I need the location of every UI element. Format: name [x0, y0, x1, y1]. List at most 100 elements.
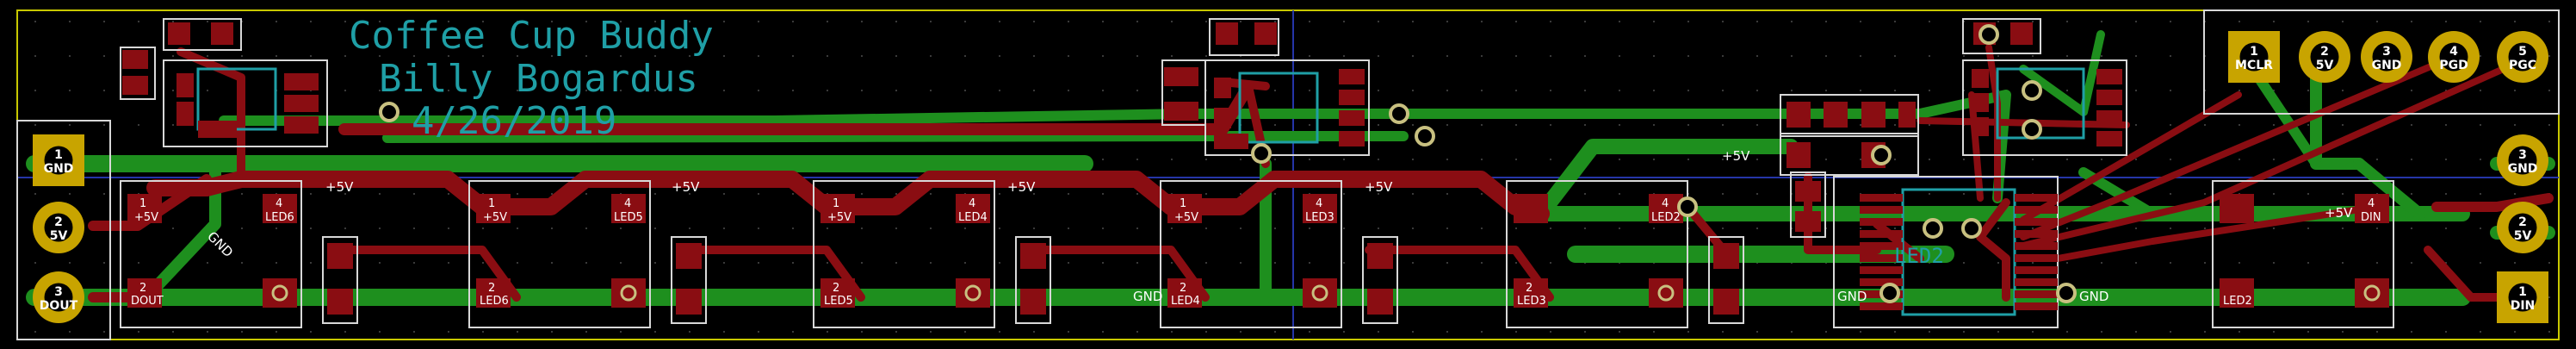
- grid-dot: [1963, 55, 1965, 57]
- grid-dot: [999, 21, 1000, 22]
- led-pad-2-num: 2: [1180, 282, 1186, 295]
- grid-dot: [103, 90, 105, 91]
- grid-dot: [1378, 21, 1379, 22]
- grid-dot: [448, 21, 449, 22]
- led-pad-2-net: LED3: [1517, 295, 1546, 308]
- grid-dot: [138, 331, 139, 333]
- grid-dot: [1963, 193, 1965, 195]
- grid-dot: [1550, 159, 1551, 160]
- grid-dot: [517, 262, 518, 264]
- connector-pin-name: 5V: [2316, 59, 2334, 72]
- grid-dot: [2170, 331, 2171, 333]
- grid-dot: [2445, 262, 2447, 264]
- grid-dot: [2445, 124, 2447, 126]
- plus5v-front-trace: [146, 171, 1550, 222]
- grid-dot: [1860, 90, 1861, 91]
- connector-pin-name: 5V: [50, 229, 68, 243]
- grid-dot: [2204, 124, 2206, 126]
- grid-dot: [1412, 262, 1414, 264]
- smd-pad: [1972, 69, 1989, 88]
- connector-drill: [2508, 213, 2537, 242]
- grid-dot: [1378, 124, 1379, 126]
- grid-dot: [207, 331, 208, 333]
- grid-dot: [2101, 193, 2102, 195]
- grid-dot: [1894, 21, 1896, 22]
- grid-dot: [1791, 331, 1793, 333]
- ic-pin-right: [2015, 266, 2058, 274]
- via: [1389, 103, 1409, 124]
- grid-dot: [1756, 331, 1758, 333]
- connector-drill: [2508, 42, 2537, 72]
- grid-dot: [172, 227, 174, 229]
- cap-c4-courtyard: [1209, 18, 1279, 56]
- grid-dot: [2204, 193, 2206, 195]
- grid-dot: [1136, 262, 1138, 264]
- grid-dot: [1205, 227, 1207, 229]
- grid-dot: [2170, 21, 2171, 22]
- grid-dot: [1722, 331, 1724, 333]
- grid-dot: [448, 331, 449, 333]
- grid-dot: [1653, 331, 1655, 333]
- grid-dot: [758, 21, 759, 22]
- grid-dot: [1274, 227, 1276, 229]
- grid-dot: [930, 262, 932, 264]
- grid-dot: [2411, 193, 2412, 195]
- led-courtyard: [468, 180, 651, 328]
- ic-pin-left: [1860, 194, 1903, 202]
- grid-dot: [2445, 21, 2447, 22]
- grid-dot: [1068, 262, 1069, 264]
- grid-dot: [344, 90, 346, 91]
- led-cap-pad-b: [327, 289, 353, 315]
- grid-dot: [1997, 262, 1999, 264]
- grid-dot: [861, 227, 863, 229]
- grid-dot: [34, 262, 36, 264]
- ic-pin-left: [1860, 230, 1903, 238]
- grid-dot: [413, 21, 415, 22]
- grid-dot: [1309, 124, 1310, 126]
- connector-pin-num: 1: [54, 148, 63, 162]
- grid-dot: [344, 21, 346, 22]
- led-pad-1: [476, 194, 511, 223]
- grid-dot: [448, 227, 449, 229]
- connector-left-courtyard: [16, 120, 111, 340]
- grid-dot: [2307, 193, 2309, 195]
- grid-dot: [895, 262, 897, 264]
- grid-dot: [585, 55, 587, 57]
- grid-dot: [2514, 90, 2516, 91]
- grid-dot: [1997, 227, 1999, 229]
- grid-dot: [689, 90, 690, 91]
- grid-dot: [758, 331, 759, 333]
- grid-dot: [551, 90, 553, 91]
- cap-c2-courtyard: [163, 18, 242, 51]
- grid-dot: [2135, 227, 2137, 229]
- grid-dot: [1446, 90, 1448, 91]
- connector-pin-name: GND: [2372, 59, 2402, 72]
- smd-pad: [198, 121, 237, 138]
- grid-dot: [1894, 90, 1896, 91]
- cap-array2-courtyard: [1780, 133, 1919, 176]
- grid-dot: [1378, 55, 1379, 57]
- smd-pad: [1214, 78, 1231, 98]
- grid-dot: [34, 331, 36, 333]
- grid-dot: [1584, 193, 1586, 195]
- grid-dot: [2170, 227, 2171, 229]
- u2-silk: [1238, 72, 1319, 144]
- grid-dot: [1619, 90, 1620, 91]
- grid-dot: [2411, 227, 2412, 229]
- grid-dot: [172, 55, 174, 57]
- grid-dot: [448, 262, 449, 264]
- cap-c1-courtyard: [120, 47, 156, 100]
- grid-dot: [448, 193, 449, 195]
- grid-dot: [2376, 21, 2378, 22]
- ic-u3-courtyard: [1962, 59, 2127, 156]
- led-pad-2: [1167, 278, 1202, 308]
- grid-dot: [517, 55, 518, 57]
- grid-dot: [241, 193, 243, 195]
- grid-dot: [2480, 331, 2481, 333]
- vias: [379, 24, 2249, 303]
- grid-dot: [1240, 159, 1242, 160]
- grid-dot: [344, 193, 346, 195]
- via: [2022, 119, 2042, 140]
- grid-dot: [1515, 55, 1517, 57]
- grid-dot: [1687, 331, 1689, 333]
